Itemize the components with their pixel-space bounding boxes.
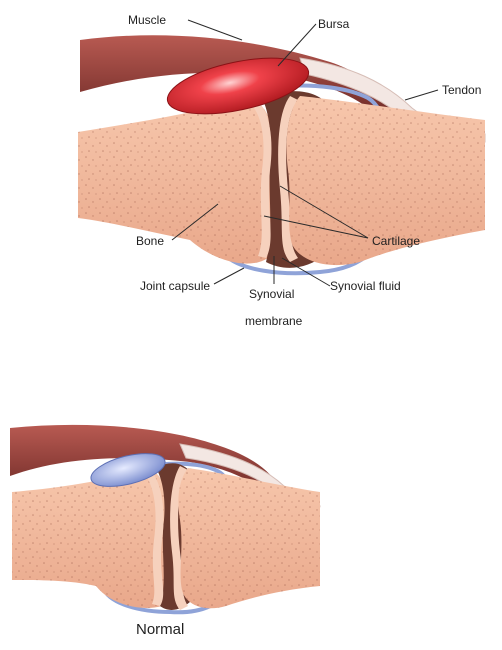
top-leader-lines [171,19,439,287]
label-muscle: Muscle [128,13,166,27]
label-synovial-fluid: Synovial fluid [330,279,401,293]
muscle-bottom [10,424,280,496]
cartilage-right-bottom [170,466,188,610]
bursa-normal [90,453,166,487]
label-synovial-membrane-line1: Synovial [249,287,294,301]
muscle-top [80,35,395,119]
cartilage-left-bottom [144,470,164,606]
label-bursa: Bursa [318,17,350,31]
label-joint-capsule: Joint capsule [140,279,210,293]
label-cartilage: Cartilage [372,234,420,248]
label-bone: Bone [136,234,164,248]
cartilage-left-top [250,100,272,258]
bursa-inflamed [166,57,310,115]
label-synovial-membrane-line2: membrane [245,314,303,328]
top-joint-illustration [78,35,486,276]
caption-normal: Normal [136,621,184,638]
label-tendon: Tendon [442,83,481,97]
bottom-joint-illustration [10,424,321,615]
